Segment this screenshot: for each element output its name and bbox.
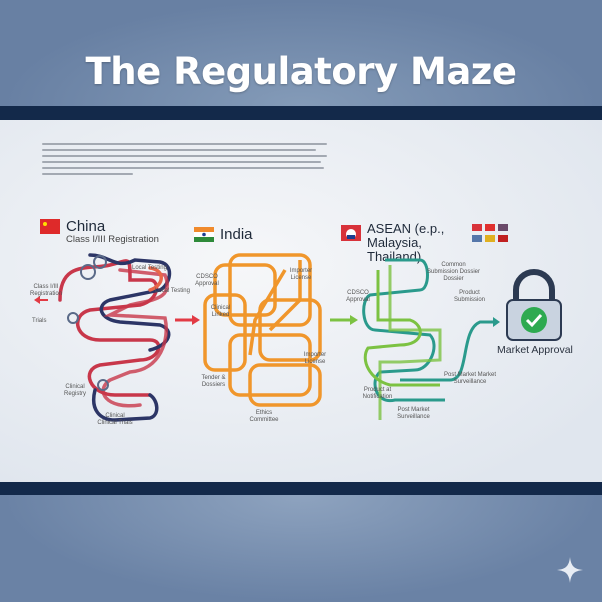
india-heading: India <box>220 226 253 243</box>
intro-paragraph-lines <box>42 143 327 179</box>
sparkle-icon <box>557 557 583 583</box>
asean-label: Product Submission <box>453 290 485 303</box>
india-label: Clinical Linked <box>210 305 231 318</box>
china-label: Trials <box>32 318 47 324</box>
china-subtitle: Class I/III Registration <box>66 234 159 245</box>
china-heading: China <box>66 218 106 235</box>
title-band <box>0 0 602 106</box>
china-maze <box>58 253 172 422</box>
china-label: Local Testing <box>132 265 167 271</box>
asean-maze <box>362 258 496 420</box>
asean-label: Post Market Surveillance <box>397 407 430 420</box>
arrow-asean-to-approval <box>493 317 500 327</box>
india-label: Ethics Committee <box>249 410 279 423</box>
flow-arrows <box>34 296 500 327</box>
padlock-check-icon <box>506 269 562 341</box>
asean-label: Product at Notification <box>362 387 393 400</box>
divider-top <box>0 106 602 120</box>
asean-label: CDSCO Approval <box>346 290 370 303</box>
india-label: Tender & Dossiers <box>201 375 226 388</box>
asean-label: Post Market Market Surveillance <box>443 372 496 385</box>
india-label: Importer License <box>303 352 327 365</box>
market-approval-label: Market Approval <box>497 344 573 356</box>
india-label: CDSCO Approval <box>195 274 219 287</box>
asean-label: Common Submission Dossier Dossier <box>426 262 481 282</box>
china-label: Local Testing <box>155 288 190 294</box>
country-flags-icon <box>472 224 508 242</box>
china-label: Clinical Registry <box>63 384 86 397</box>
china-flag-icon <box>40 219 60 234</box>
page-title: The Regulatory Maze <box>85 50 517 93</box>
gear-icons <box>67 255 109 391</box>
india-maze <box>203 253 322 407</box>
divider-bottom <box>0 482 602 495</box>
china-label: Clinical Clinical Trials <box>97 413 133 426</box>
footer-band <box>0 495 602 602</box>
china-label: Class I/III Registration <box>29 284 62 297</box>
india-label: Importer License <box>289 268 313 281</box>
india-flag-icon <box>194 227 214 242</box>
asean-flag-icon <box>341 225 361 241</box>
